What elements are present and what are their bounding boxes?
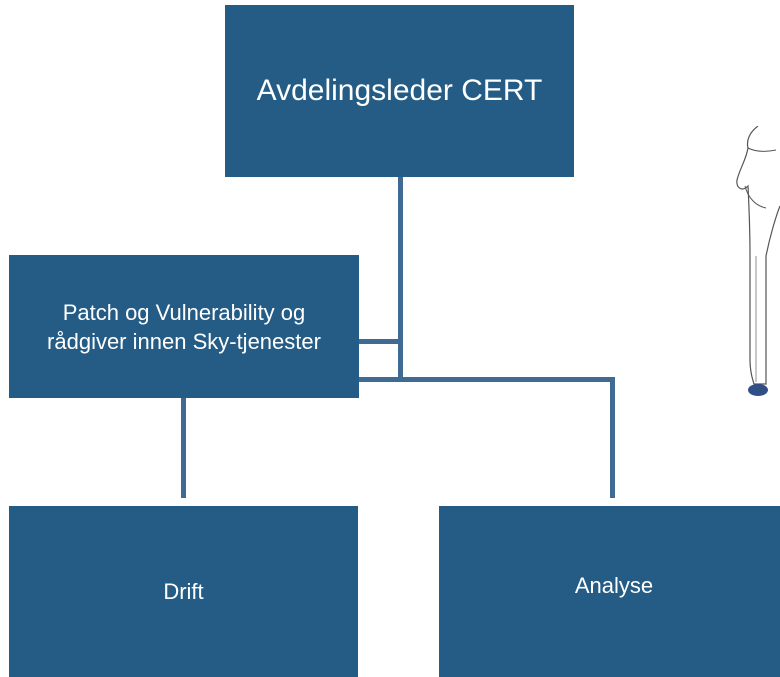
head-node: Avdelingsleder CERT: [225, 5, 574, 177]
advisor-node-label: Patch og Vulnerability og rådgiver innen…: [47, 298, 321, 356]
connector-analyse: [610, 377, 615, 498]
unit-node-label: Drift: [163, 578, 204, 604]
unit-node-label: Analyse: [574, 572, 654, 598]
advisor-node: Patch og Vulnerability og rådgiver innen…: [9, 255, 359, 398]
connector-drift: [181, 377, 186, 498]
unit-node-analyse: Analyse: [439, 506, 780, 677]
advisor-label-line2: rådgiver innen Sky-tjenester: [47, 328, 321, 354]
head-node-label: Avdelingsleder CERT: [256, 74, 543, 107]
standing-person-icon: [736, 126, 780, 396]
unit-node-drift: Drift: [9, 506, 358, 677]
connector-advisor: [359, 339, 401, 344]
advisor-label-line1: Patch og Vulnerability og: [62, 299, 306, 325]
connector-vertical-main: [398, 177, 403, 381]
connector-horizontal: [181, 377, 615, 382]
